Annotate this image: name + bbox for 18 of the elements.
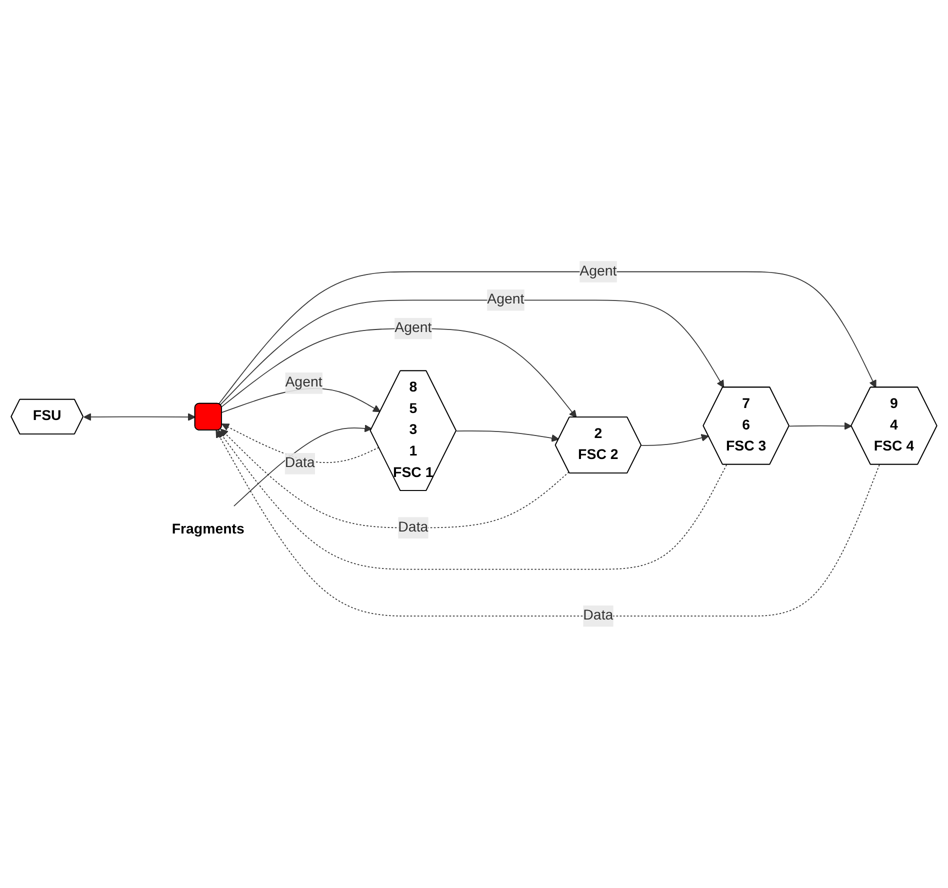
arrow (220, 300, 724, 406)
edge-label: Data (583, 608, 614, 624)
edge-label: Data (398, 520, 428, 535)
node-text: Fragments (172, 522, 244, 538)
arrow (84, 413, 196, 422)
edge-label: Agent (580, 264, 617, 279)
arrow (220, 428, 570, 528)
edge-label: Agent (285, 375, 322, 390)
arrow (788, 422, 852, 430)
arrow (456, 430, 560, 442)
edge-label: Agent (394, 320, 432, 336)
arrow (234, 424, 372, 507)
arrow (216, 430, 880, 617)
arrow (218, 430, 728, 570)
edge-label: Agent (487, 292, 524, 308)
arrow (218, 271, 876, 404)
edge-label: Data (284, 456, 315, 471)
arrow (641, 434, 709, 446)
